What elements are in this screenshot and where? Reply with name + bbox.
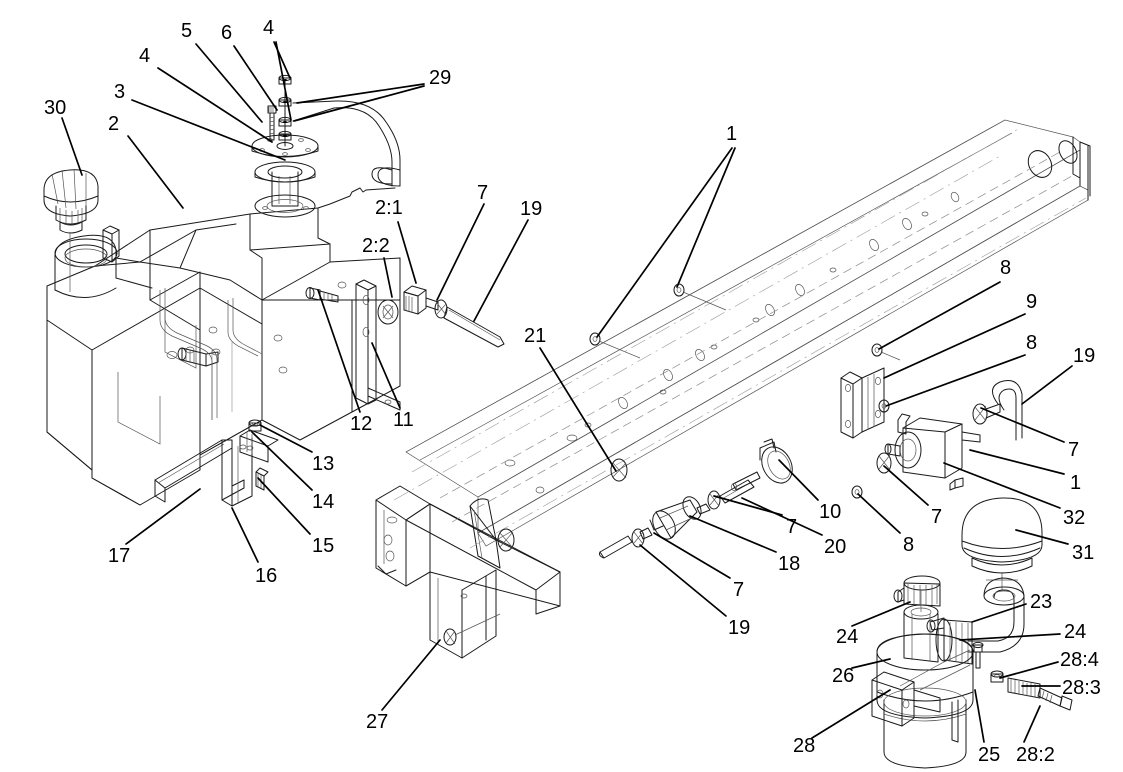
pump-outlet-clamp (972, 403, 1001, 425)
air-cleaner-assembly (871, 497, 1043, 769)
callout-4-a: 4 (139, 45, 151, 67)
callout-7-e: 7 (931, 506, 943, 528)
pump-inlet-clamp (876, 452, 892, 474)
callout-7-d: 7 (786, 516, 798, 538)
callout-14: 14 (312, 491, 335, 513)
callout-2-2: 2:2 (362, 235, 390, 257)
callout-24-a: 24 (1064, 621, 1087, 643)
fuel-sender-assembly (251, 74, 319, 218)
callout-31: 31 (1072, 542, 1095, 564)
tank-strap-assembly (154, 419, 279, 507)
callout-7-a: 7 (477, 182, 489, 204)
callout-19-c: 19 (728, 617, 751, 639)
callout-2: 2 (108, 113, 120, 135)
callout-23: 23 (1030, 591, 1053, 613)
callout-1-b: 1 (1070, 472, 1082, 494)
chassis-frame-rail (375, 119, 1091, 659)
rail-bolt-1-a (589, 332, 641, 359)
callout-8-b: 8 (1026, 332, 1038, 354)
callout-32: 32 (1063, 507, 1086, 529)
air-cleaner-hardware (990, 670, 1073, 711)
rail-holes (504, 191, 960, 494)
callout-13: 13 (312, 453, 335, 475)
callout-21: 21 (524, 325, 547, 347)
callout-4-b: 4 (263, 17, 275, 39)
callout-7-c: 7 (733, 579, 745, 601)
callout-8-a: 8 (1000, 257, 1012, 279)
callout-20: 20 (824, 536, 847, 558)
callout-29: 29 (429, 67, 452, 89)
callout-19-b: 19 (1073, 345, 1096, 367)
pump-mount-plate (840, 367, 885, 439)
fuel-filter-assembly (599, 438, 793, 559)
callout-28-4: 28:4 (1060, 649, 1099, 671)
fuel-cap (43, 168, 99, 292)
leader-lines (61, 41, 1073, 743)
pump-mount-bolt-upper (871, 343, 901, 361)
callout-25: 25 (978, 744, 1001, 766)
callout-12: 12 (350, 413, 373, 435)
callout-28-2: 28:2 (1016, 744, 1055, 766)
rail-bolt-1-b (673, 283, 727, 311)
callout-2-1: 2:1 (375, 197, 403, 219)
callout-30: 30 (44, 97, 67, 119)
callout-3: 3 (114, 81, 126, 103)
callout-1-a: 1 (726, 123, 738, 145)
callout-27: 27 (366, 711, 389, 733)
callout-24-b: 24 (836, 626, 859, 648)
rail-bolt-21 (610, 458, 628, 482)
callout-8-c: 8 (903, 534, 915, 556)
callout-28-3: 28:3 (1062, 677, 1101, 699)
rail-bolt-mid (497, 528, 515, 552)
tank-vent-tubes (159, 288, 263, 420)
callout-5: 5 (181, 20, 193, 42)
callout-16: 16 (255, 565, 278, 587)
rail-bolt-27 (443, 613, 501, 646)
fuel-tank-group (46, 187, 401, 506)
callout-17: 17 (108, 545, 131, 567)
pump-mount-bolt-lower (851, 485, 863, 499)
pump-outlet-hose (992, 380, 1023, 441)
callout-7-b: 7 (1068, 439, 1080, 461)
fuel-pump (884, 413, 981, 491)
callout-19-a: 19 (520, 198, 543, 220)
sender-screw (267, 105, 277, 141)
callout-9: 9 (1026, 291, 1038, 313)
callout-6: 6 (221, 22, 233, 44)
air-cleaner-screw-25 (899, 641, 984, 691)
callout-28: 28 (793, 735, 816, 757)
callout-15: 15 (312, 535, 335, 557)
vent-hose (292, 100, 401, 187)
callout-18: 18 (778, 553, 801, 575)
callout-10: 10 (819, 501, 842, 523)
callout-11: 11 (393, 409, 414, 431)
hose-20-tube (731, 471, 761, 491)
callout-26: 26 (832, 665, 855, 687)
